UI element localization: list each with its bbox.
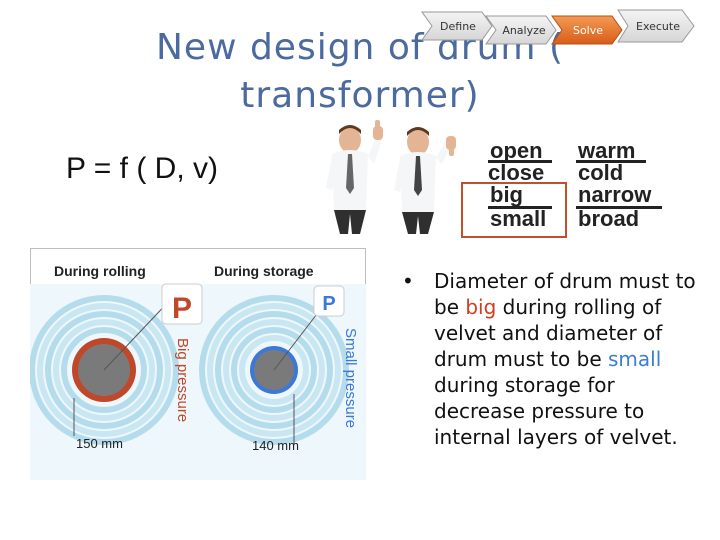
word-narrow: narrow (578, 182, 652, 207)
step-solve-label: Solve (573, 24, 603, 37)
step-define[interactable]: Define (421, 11, 493, 41)
bullet-text-part-1: Diameter of drum must to be (434, 269, 696, 319)
process-steps: Define Analyze Solve Execute (421, 9, 695, 45)
highlight-box (461, 182, 567, 238)
step-solve[interactable]: Solve (551, 15, 623, 45)
thumbs-up-man (326, 120, 383, 234)
rolling-drum (30, 295, 179, 445)
bullet-highlight-big: big (465, 295, 497, 319)
antonym-word-pairs: open close big small warm cold narrow br… (458, 138, 668, 238)
thumbs-people-illustration (326, 120, 456, 234)
word-warm: warm (578, 138, 636, 163)
word-underline (488, 160, 552, 163)
label-during-rolling: During rolling (54, 263, 146, 279)
step-execute-label: Execute (636, 20, 680, 33)
diameter-left-label: 150 mm (76, 436, 123, 451)
word-underline (576, 206, 662, 209)
step-execute[interactable]: Execute (617, 9, 695, 43)
word-big: big (490, 182, 523, 207)
p-big-label: P (172, 292, 192, 325)
word-open: open (490, 138, 543, 163)
title-line-2: transformer) (240, 75, 480, 116)
thumbs-down-man (394, 127, 456, 234)
bullet-text-part-3: during storage for decrease pressure to … (434, 373, 678, 449)
drum-diagram: During rolling During storage P P Big pr… (30, 248, 366, 480)
small-pressure-label: Small pressure (342, 328, 359, 428)
big-pressure-label: Big pressure (174, 338, 191, 422)
word-broad: broad (578, 206, 640, 231)
bullet-text-part-2: during rolling of velvet and diameter of… (434, 295, 663, 371)
bullet-text: Diameter of drum must to be big during r… (434, 268, 702, 450)
word-small: small (490, 206, 547, 231)
word-underline (576, 160, 646, 163)
step-define-label: Define (440, 20, 476, 33)
bullet-highlight-small: small (608, 347, 662, 371)
storage-drum (199, 295, 349, 445)
word-close: close (488, 160, 545, 185)
label-during-storage: During storage (214, 263, 314, 279)
formula: P = f ( D, v) (66, 152, 218, 185)
word-underline (488, 206, 552, 209)
diameter-right-label: 140 mm (252, 438, 299, 453)
word-cold: cold (578, 160, 624, 185)
p-small-label: P (322, 293, 335, 315)
bullet-marker: • (402, 269, 414, 293)
step-analyze-label: Analyze (502, 24, 546, 37)
bullet-point: • Diameter of drum must to be big during… (402, 268, 702, 450)
step-analyze[interactable]: Analyze (485, 15, 557, 45)
